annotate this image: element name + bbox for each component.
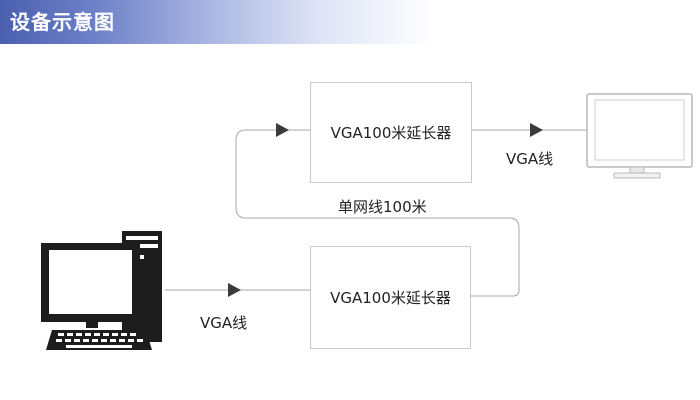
arrow-to-monitor <box>530 123 543 137</box>
arrow-from-pc <box>228 283 241 297</box>
arrow-into-top-extender <box>276 123 289 137</box>
network-cable-line <box>235 129 520 297</box>
page-title: 设备示意图 <box>10 10 115 34</box>
extender-top-label: VGA100米延长器 <box>330 124 452 142</box>
vga-cable-monitor-label: VGA线 <box>506 150 554 168</box>
extender-box-top: VGA100米延长器 <box>310 82 472 183</box>
header-band: 设备示意图 <box>0 0 700 44</box>
extender-box-bottom: VGA100米延长器 <box>310 246 471 349</box>
monitor-icon <box>586 93 693 179</box>
desktop-computer-icon <box>41 231 162 350</box>
vga-cable-pc-label: VGA线 <box>200 314 248 332</box>
network-cable-label: 单网线100米 <box>338 198 427 216</box>
extender-bottom-label: VGA100米延长器 <box>330 289 451 307</box>
